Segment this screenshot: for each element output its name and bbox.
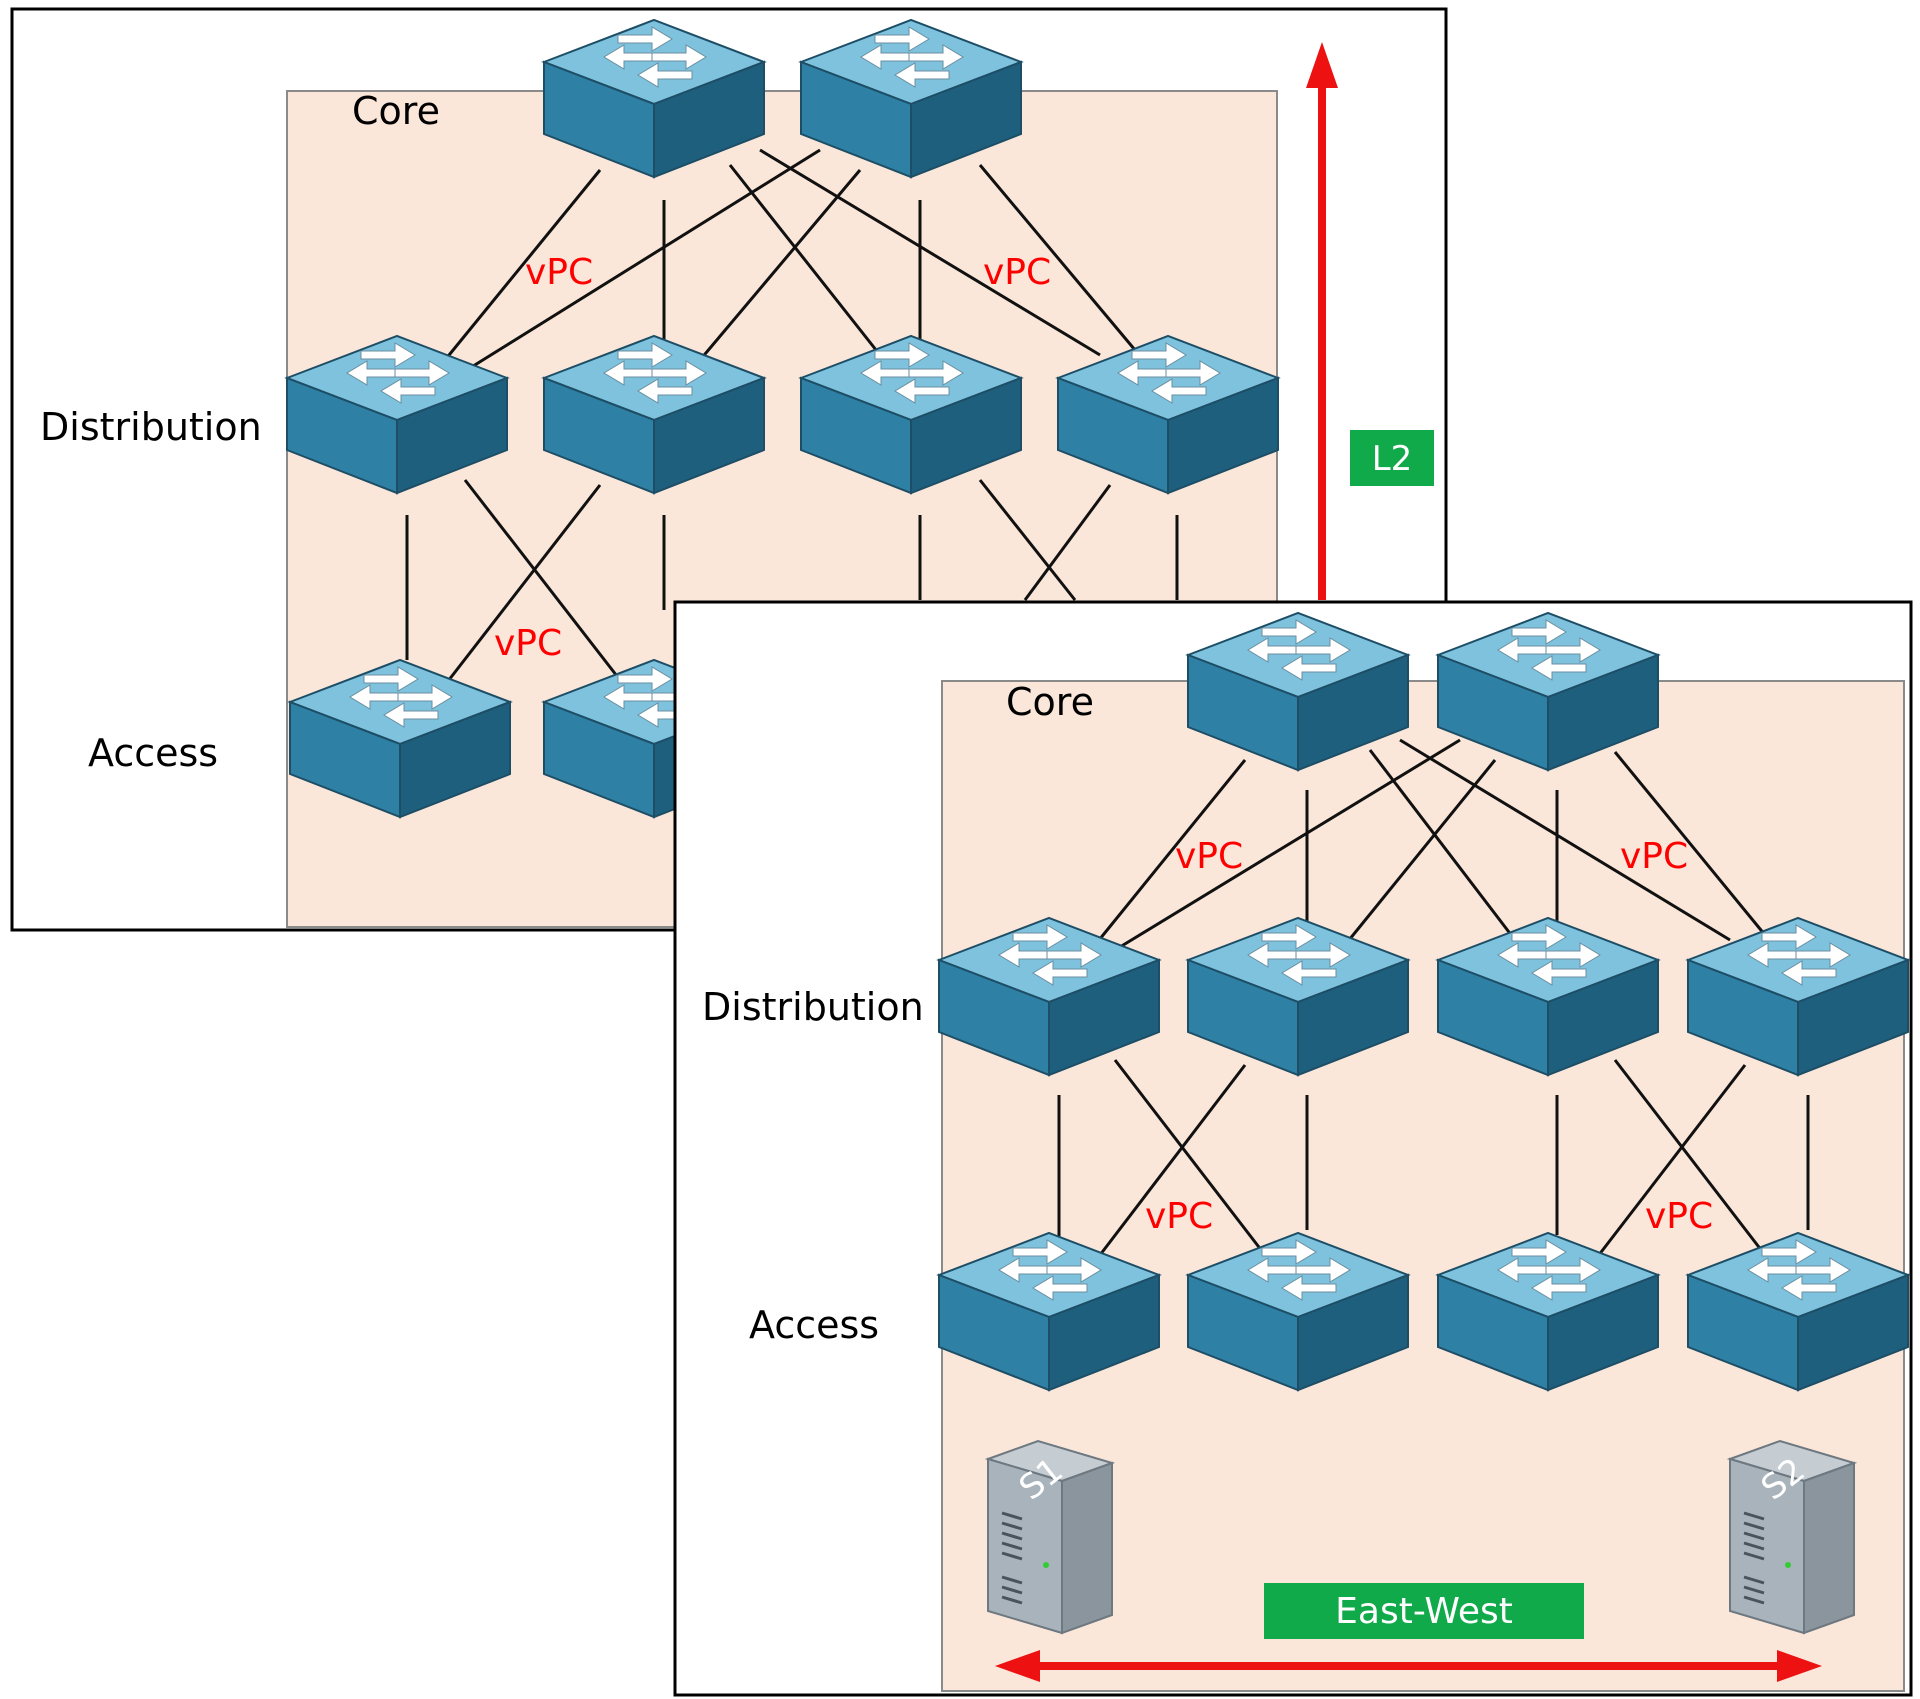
front-vpc-label-1: vPC <box>1175 836 1243 877</box>
back-vpc-label-2: vPC <box>983 252 1051 293</box>
front-vpc-label-3: vPC <box>1145 1196 1213 1237</box>
front-vpc-label-4: vPC <box>1645 1196 1713 1237</box>
l2-badge-label: L2 <box>1372 439 1413 479</box>
east-west-arrow <box>995 1650 1822 1682</box>
front-access-label: Access <box>749 1303 879 1347</box>
back-vpc-label-1: vPC <box>525 252 593 293</box>
east-west-badge-label: East-West <box>1335 1591 1513 1632</box>
front-links <box>1057 738 1810 1261</box>
back-core-label: Core <box>352 89 440 133</box>
back-access-label: Access <box>88 731 218 775</box>
l2-vertical-arrow <box>1306 42 1338 600</box>
east-west-badge <box>1264 1583 1584 1639</box>
front-vpc-label-2: vPC <box>1620 836 1688 877</box>
server-s1: S1 <box>986 1439 1114 1635</box>
back-vpc-label-3: vPC <box>494 623 562 664</box>
front-diagram: Core Distribution Access vPC vPC vPC vPC… <box>673 600 1913 1697</box>
back-links <box>405 148 1179 686</box>
front-distribution-label: Distribution <box>702 985 924 1029</box>
server-s2: S2 <box>1728 1439 1856 1635</box>
front-core-label: Core <box>1006 680 1094 724</box>
l2-badge <box>1350 430 1434 486</box>
back-distribution-label: Distribution <box>40 405 262 449</box>
